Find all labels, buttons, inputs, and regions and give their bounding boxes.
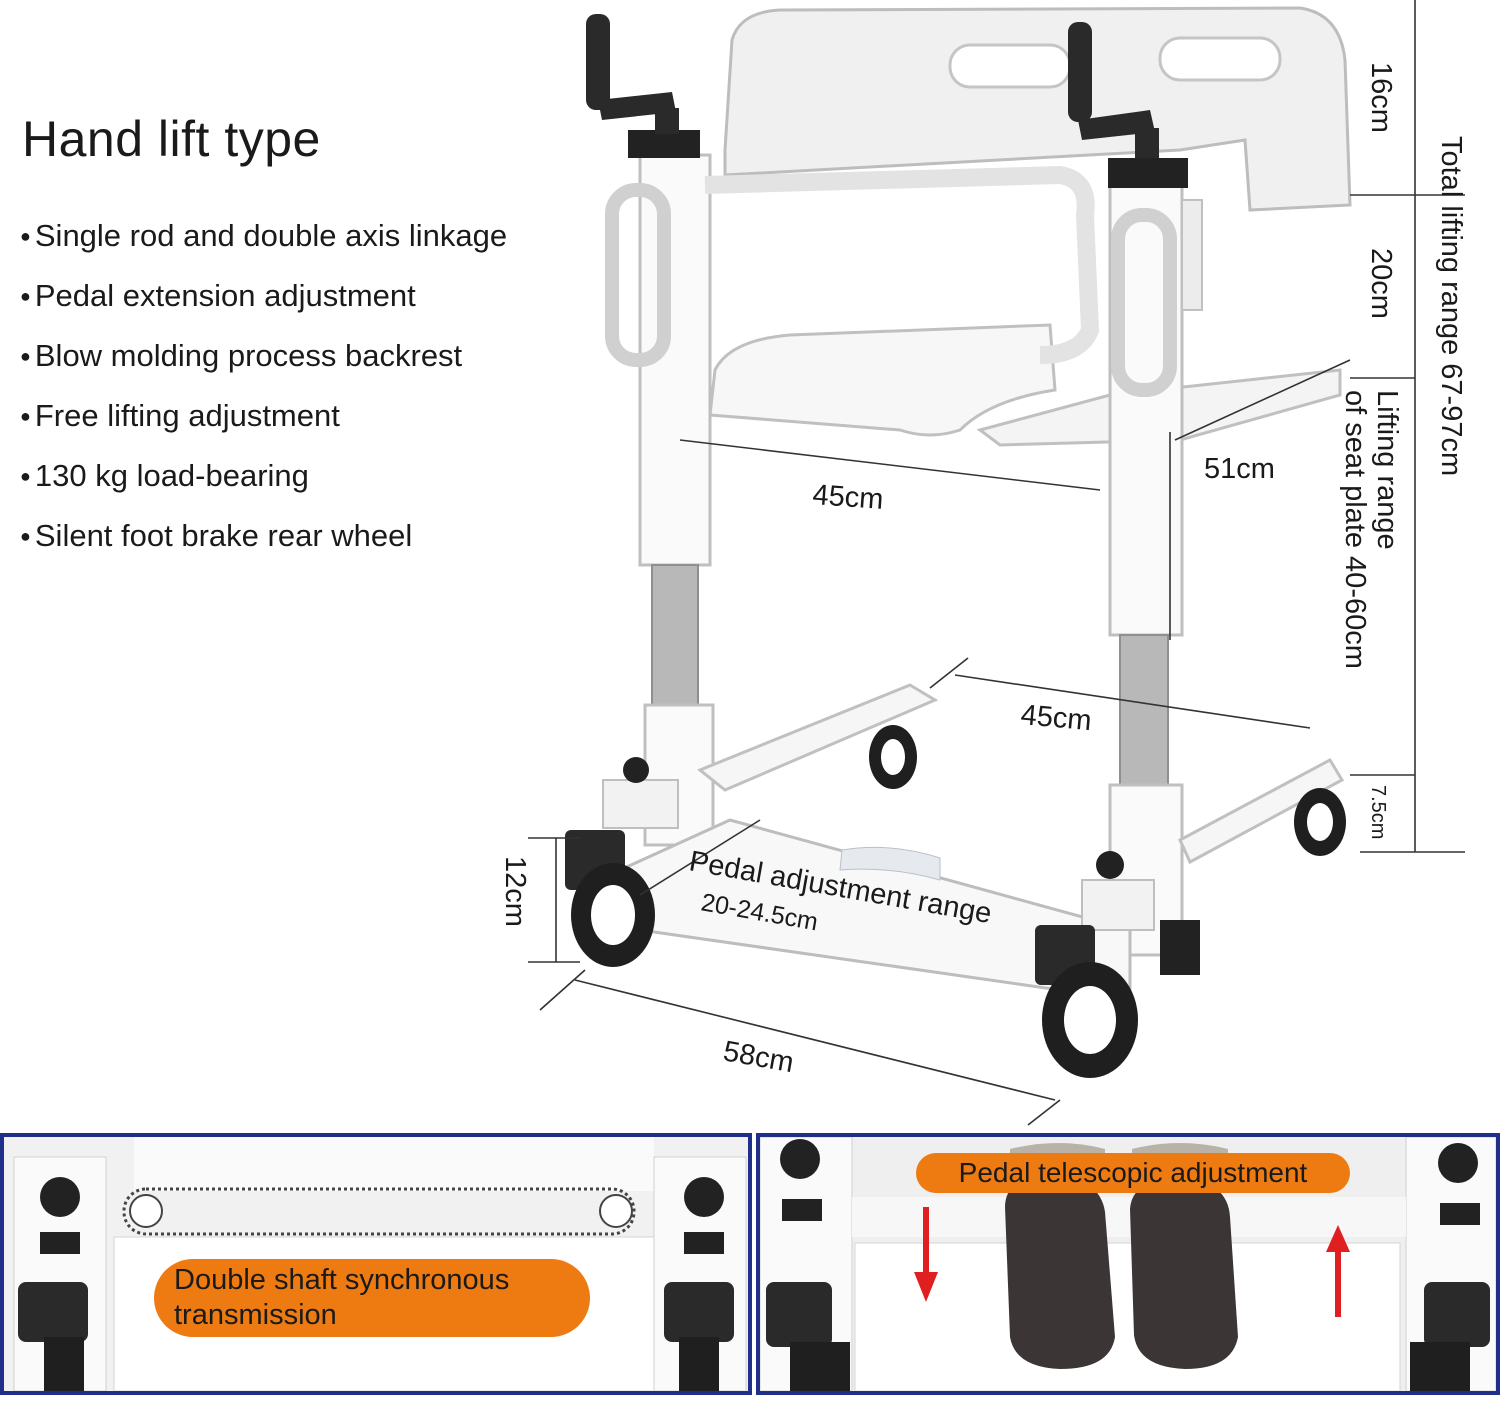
seat-plate — [708, 323, 1342, 447]
feature-item: Free lifting adjustment — [20, 386, 507, 446]
base-frame — [602, 683, 1345, 1002]
transmission-callout-line1: Double shaft synchronous — [174, 1264, 510, 1296]
product-illustration: 16cm 20cm Total lifting range 67-97cm Li… — [499, 0, 1467, 1126]
dimension-lines — [528, 0, 1465, 1126]
transmission-callout-line2: transmission — [174, 1299, 337, 1331]
right-crank-handle — [1068, 22, 1159, 158]
detail-panel-pedal: Pedal telescopic adjustment — [756, 1133, 1500, 1395]
wheels — [565, 725, 1346, 1078]
feature-item: Pedal extension adjustment — [20, 266, 507, 326]
pedal-telescopic-callout: Pedal telescopic adjustment — [916, 1153, 1350, 1193]
dim-armrest-height: 20cm — [1365, 248, 1397, 319]
feature-item: Blow molding process backrest — [20, 326, 507, 386]
feature-item: 130 kg load-bearing — [20, 446, 507, 506]
seat-support-arm — [704, 165, 1100, 364]
dim-seat-depth: 51cm — [1204, 453, 1275, 485]
dim-overall-width: 58cm — [721, 1035, 796, 1079]
dim-inner-base-width: 45cm — [1019, 699, 1092, 737]
left-column — [605, 130, 715, 847]
left-crank-handle — [586, 14, 679, 134]
feature-list: Single rod and double axis linkage Pedal… — [20, 206, 507, 566]
backrest — [723, 6, 1352, 212]
page-title: Hand lift type — [22, 111, 321, 167]
transmission-callout: Double shaft synchronous transmission — [154, 1259, 590, 1337]
dim-wheel-height: 12cm — [499, 856, 531, 927]
dim-base-clearance: 7.5cm — [1367, 785, 1389, 839]
dim-seat-lifting-range-line2: of seat plate 40-60cm — [1339, 390, 1371, 669]
dim-seat-lifting-range-line1: Lifting range — [1371, 390, 1403, 550]
dim-backrest-height: 16cm — [1365, 62, 1397, 133]
dim-total-lifting-range: Total lifting range 67-97cm — [1435, 136, 1467, 476]
dim-seat-width: 45cm — [812, 479, 885, 516]
detail-panel-transmission: Double shaft synchronous transmission — [0, 1133, 752, 1395]
feature-item: Silent foot brake rear wheel — [20, 506, 507, 566]
feature-item: Single rod and double axis linkage — [20, 206, 507, 266]
